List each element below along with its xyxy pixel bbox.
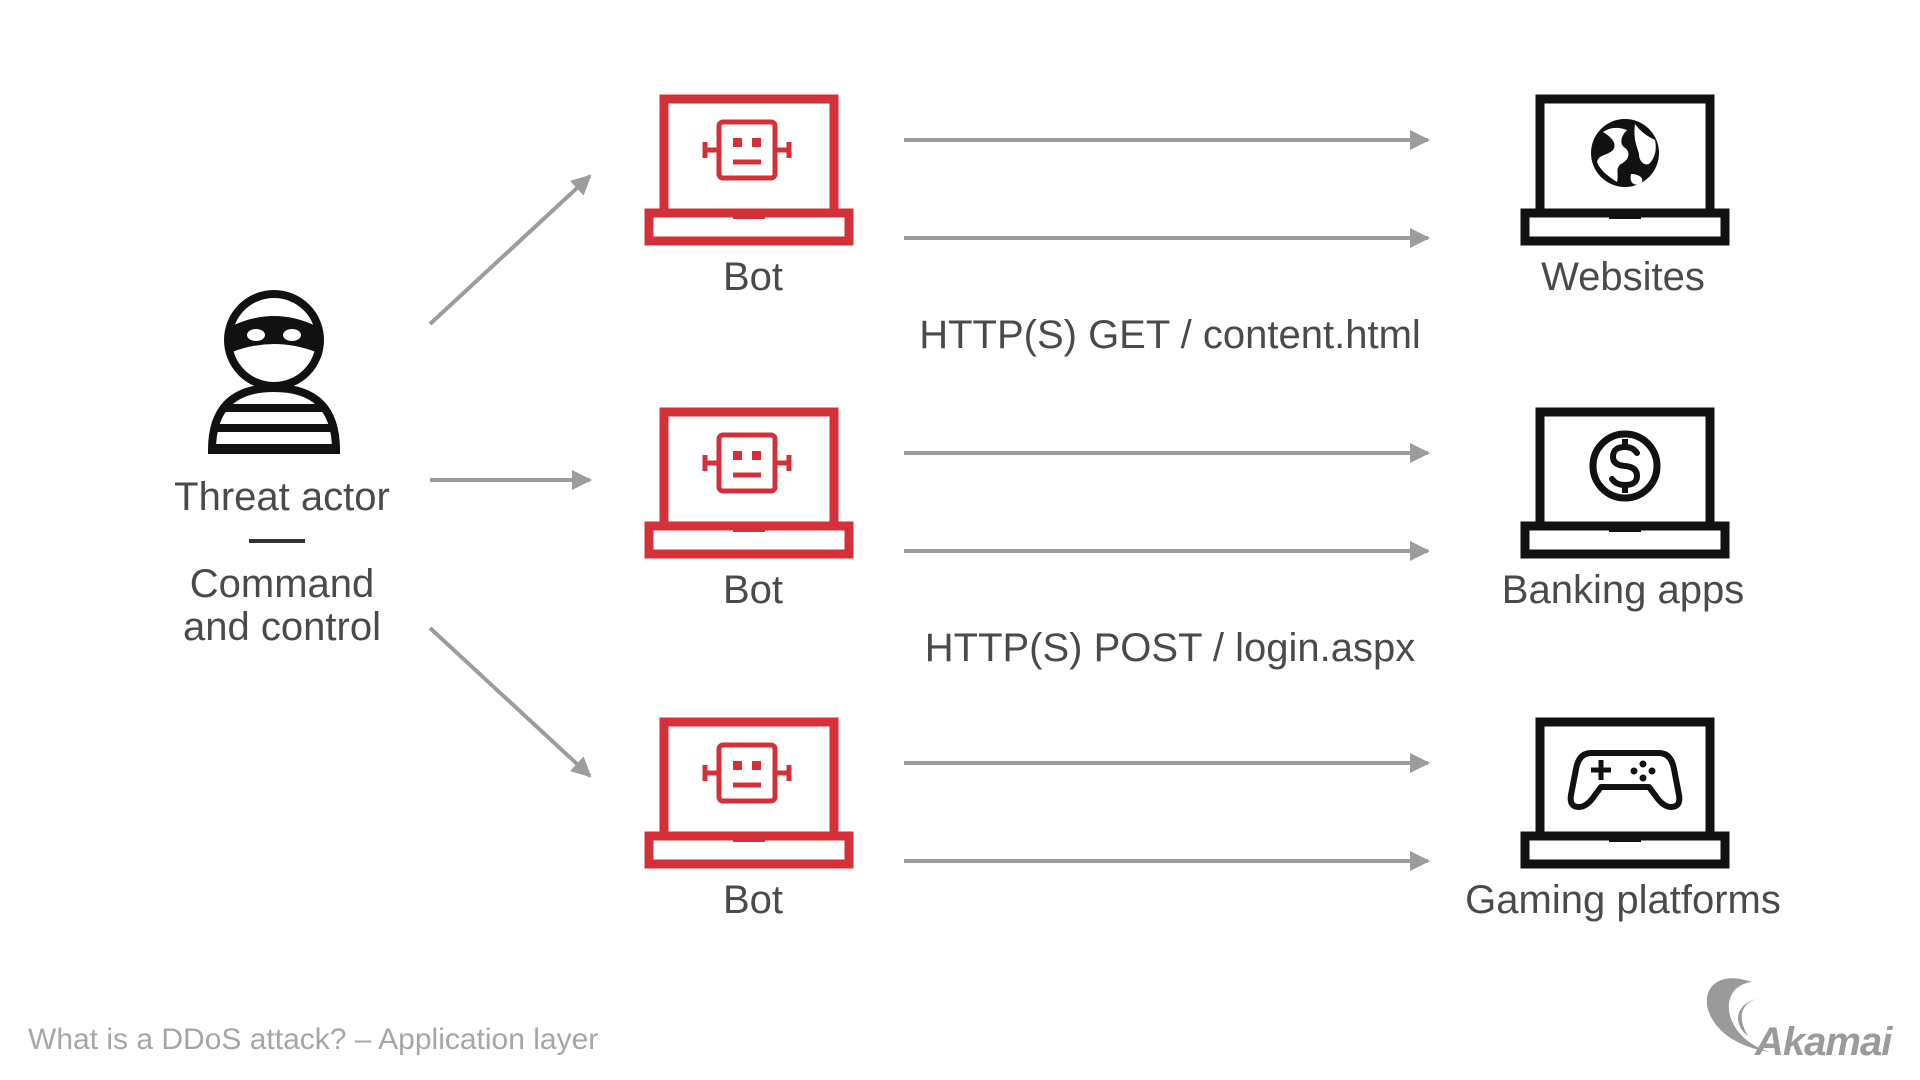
actor-label-command: Command bbox=[189, 562, 375, 606]
actor-label-control: and control bbox=[183, 605, 381, 649]
request-label-post: HTTP(S) POST / login.aspx bbox=[924, 626, 1416, 670]
globe-icon bbox=[1591, 119, 1659, 187]
arrow-actor-bot-3 bbox=[428, 626, 592, 778]
request-label-get: HTTP(S) GET / content.html bbox=[919, 313, 1421, 357]
actor-label-threat: Threat actor bbox=[174, 475, 390, 519]
bot-label-1: Bot bbox=[722, 255, 784, 299]
robot-icon bbox=[702, 432, 792, 494]
bot-label-3: Bot bbox=[722, 878, 784, 922]
bot-laptop-2 bbox=[644, 407, 854, 559]
target-laptop-gaming bbox=[1520, 717, 1730, 869]
dollar-icon bbox=[1589, 430, 1661, 502]
bot-laptop-1 bbox=[644, 94, 854, 246]
target-laptop-banking bbox=[1520, 407, 1730, 559]
target-laptop-websites bbox=[1520, 94, 1730, 246]
robot-icon bbox=[702, 742, 792, 804]
bot-laptop-3 bbox=[644, 717, 854, 869]
akamai-logo-text: Akamai bbox=[1755, 1020, 1892, 1064]
arrow-actor-bot-1 bbox=[428, 174, 592, 326]
bot-label-2: Bot bbox=[722, 568, 784, 612]
robot-icon bbox=[702, 119, 792, 181]
target-label-banking: Banking apps bbox=[1501, 568, 1745, 612]
actor-label-divider bbox=[249, 539, 305, 543]
akamai-logo-icon bbox=[1706, 978, 1770, 1052]
gamepad-icon bbox=[1567, 750, 1683, 810]
threat-actor-icon bbox=[207, 290, 341, 454]
target-label-gaming: Gaming platforms bbox=[1465, 878, 1781, 922]
footer-caption: What is a DDoS attack? – Application lay… bbox=[28, 1023, 599, 1056]
target-label-websites: Websites bbox=[1541, 255, 1705, 299]
